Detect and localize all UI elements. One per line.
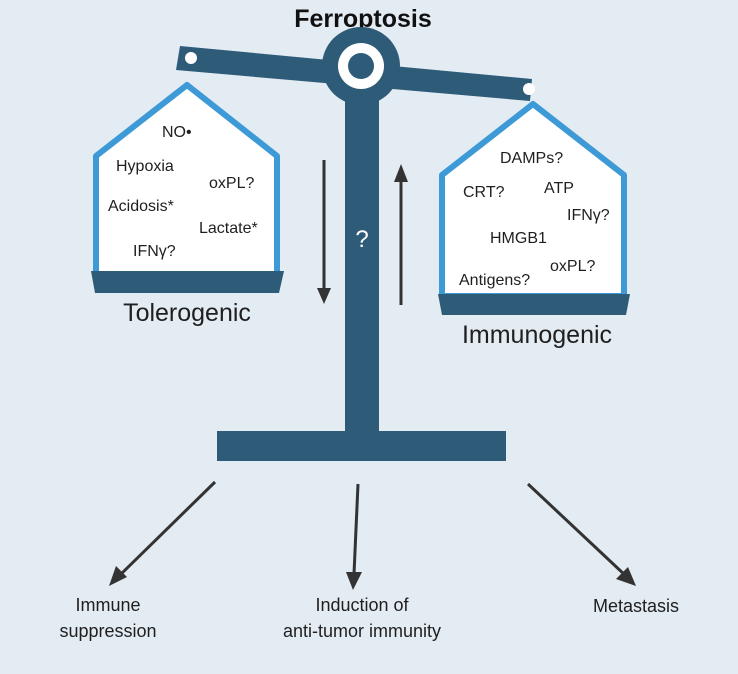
arrow-to-antitumor-immunity [352, 483, 360, 575]
left-pan-base [91, 271, 284, 293]
right-pan-base [438, 294, 630, 315]
right-item: ATP [544, 180, 574, 197]
outcome-immune-suppression-line2: suppression [59, 621, 156, 641]
right-item: IFNγ? [567, 207, 610, 224]
outcome-metastasis: Metastasis [593, 596, 679, 616]
left-pan-label: Tolerogenic [123, 299, 251, 327]
left-item: IFNγ? [133, 243, 176, 260]
arrow-to-immune-suppression [116, 480, 217, 579]
left-item: Lactate* [199, 220, 258, 237]
right-item: CRT? [463, 184, 505, 201]
arrowhead-metastasis [616, 567, 636, 586]
beam-left-hole [185, 52, 197, 64]
outcome-antitumor-line2: anti-tumor immunity [283, 621, 441, 641]
tilt-down-arrowhead [317, 288, 331, 304]
balance-post [345, 100, 379, 432]
left-item: Acidosis* [108, 198, 174, 215]
right-item: DAMPs? [500, 150, 563, 167]
tilt-up-arrowhead [394, 164, 408, 182]
balance-base [217, 431, 506, 461]
beam-right-hole [523, 83, 535, 95]
outcome-antitumor-line1: Induction of [315, 595, 409, 615]
arrowhead-antitumor-immunity [346, 572, 362, 590]
right-item: Antigens? [459, 272, 530, 289]
left-item: NO• [162, 124, 192, 141]
right-item: HMGB1 [490, 230, 547, 247]
post-question-mark: ? [355, 226, 368, 253]
arrow-to-metastasis [526, 482, 628, 578]
left-item: oxPL? [209, 175, 254, 192]
right-item: oxPL? [550, 258, 595, 275]
outcome-immune-suppression-line1: Immune [75, 595, 140, 615]
left-item: Hypoxia [116, 158, 174, 175]
pivot-hub [348, 53, 374, 79]
right-pan-label: Immunogenic [462, 321, 612, 349]
arrowhead-immune-suppression [109, 566, 127, 586]
